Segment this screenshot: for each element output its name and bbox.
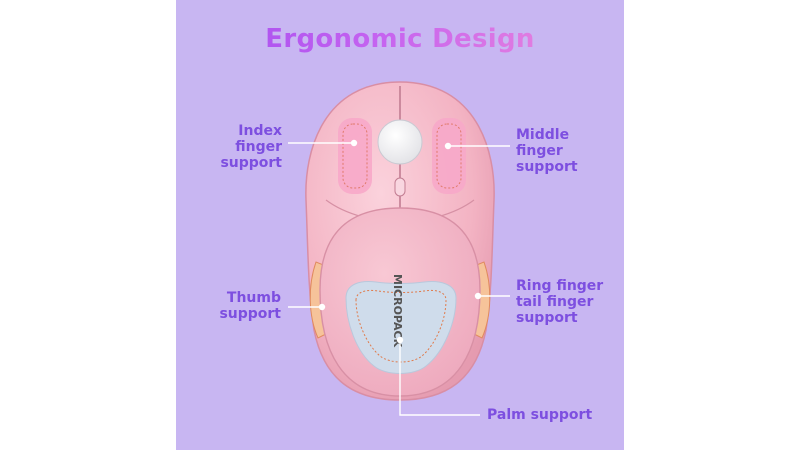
palm-label: Palm support xyxy=(487,407,593,423)
page-title: Ergonomic Design xyxy=(176,24,624,54)
scroll-wheel xyxy=(377,119,423,165)
ring-finger-label: Ring finger tail finger support xyxy=(516,278,604,326)
ring-callout-dot xyxy=(474,292,482,300)
product-image-panel: MICROPACK Ergonomic Design Index finger … xyxy=(176,0,624,450)
palm-pad xyxy=(345,281,457,374)
middle-finger-label: Middle finger support xyxy=(516,127,578,175)
index-finger-pad xyxy=(338,118,372,194)
palm-callout-line xyxy=(399,340,480,416)
thumb-callout-dot xyxy=(318,303,326,311)
middle-finger-pad xyxy=(432,118,466,194)
index-callout-dot xyxy=(350,139,358,147)
brand-logo: MICROPACK xyxy=(391,274,404,348)
middle-callout-dot xyxy=(444,142,452,150)
thumb-label: Thumb support xyxy=(219,290,281,322)
palm-callout-dot xyxy=(396,336,404,344)
index-finger-label: Index finger support xyxy=(220,123,282,171)
dpi-button xyxy=(394,177,406,197)
mouse-illustration: MICROPACK xyxy=(288,81,510,416)
callout-lines xyxy=(288,139,510,416)
